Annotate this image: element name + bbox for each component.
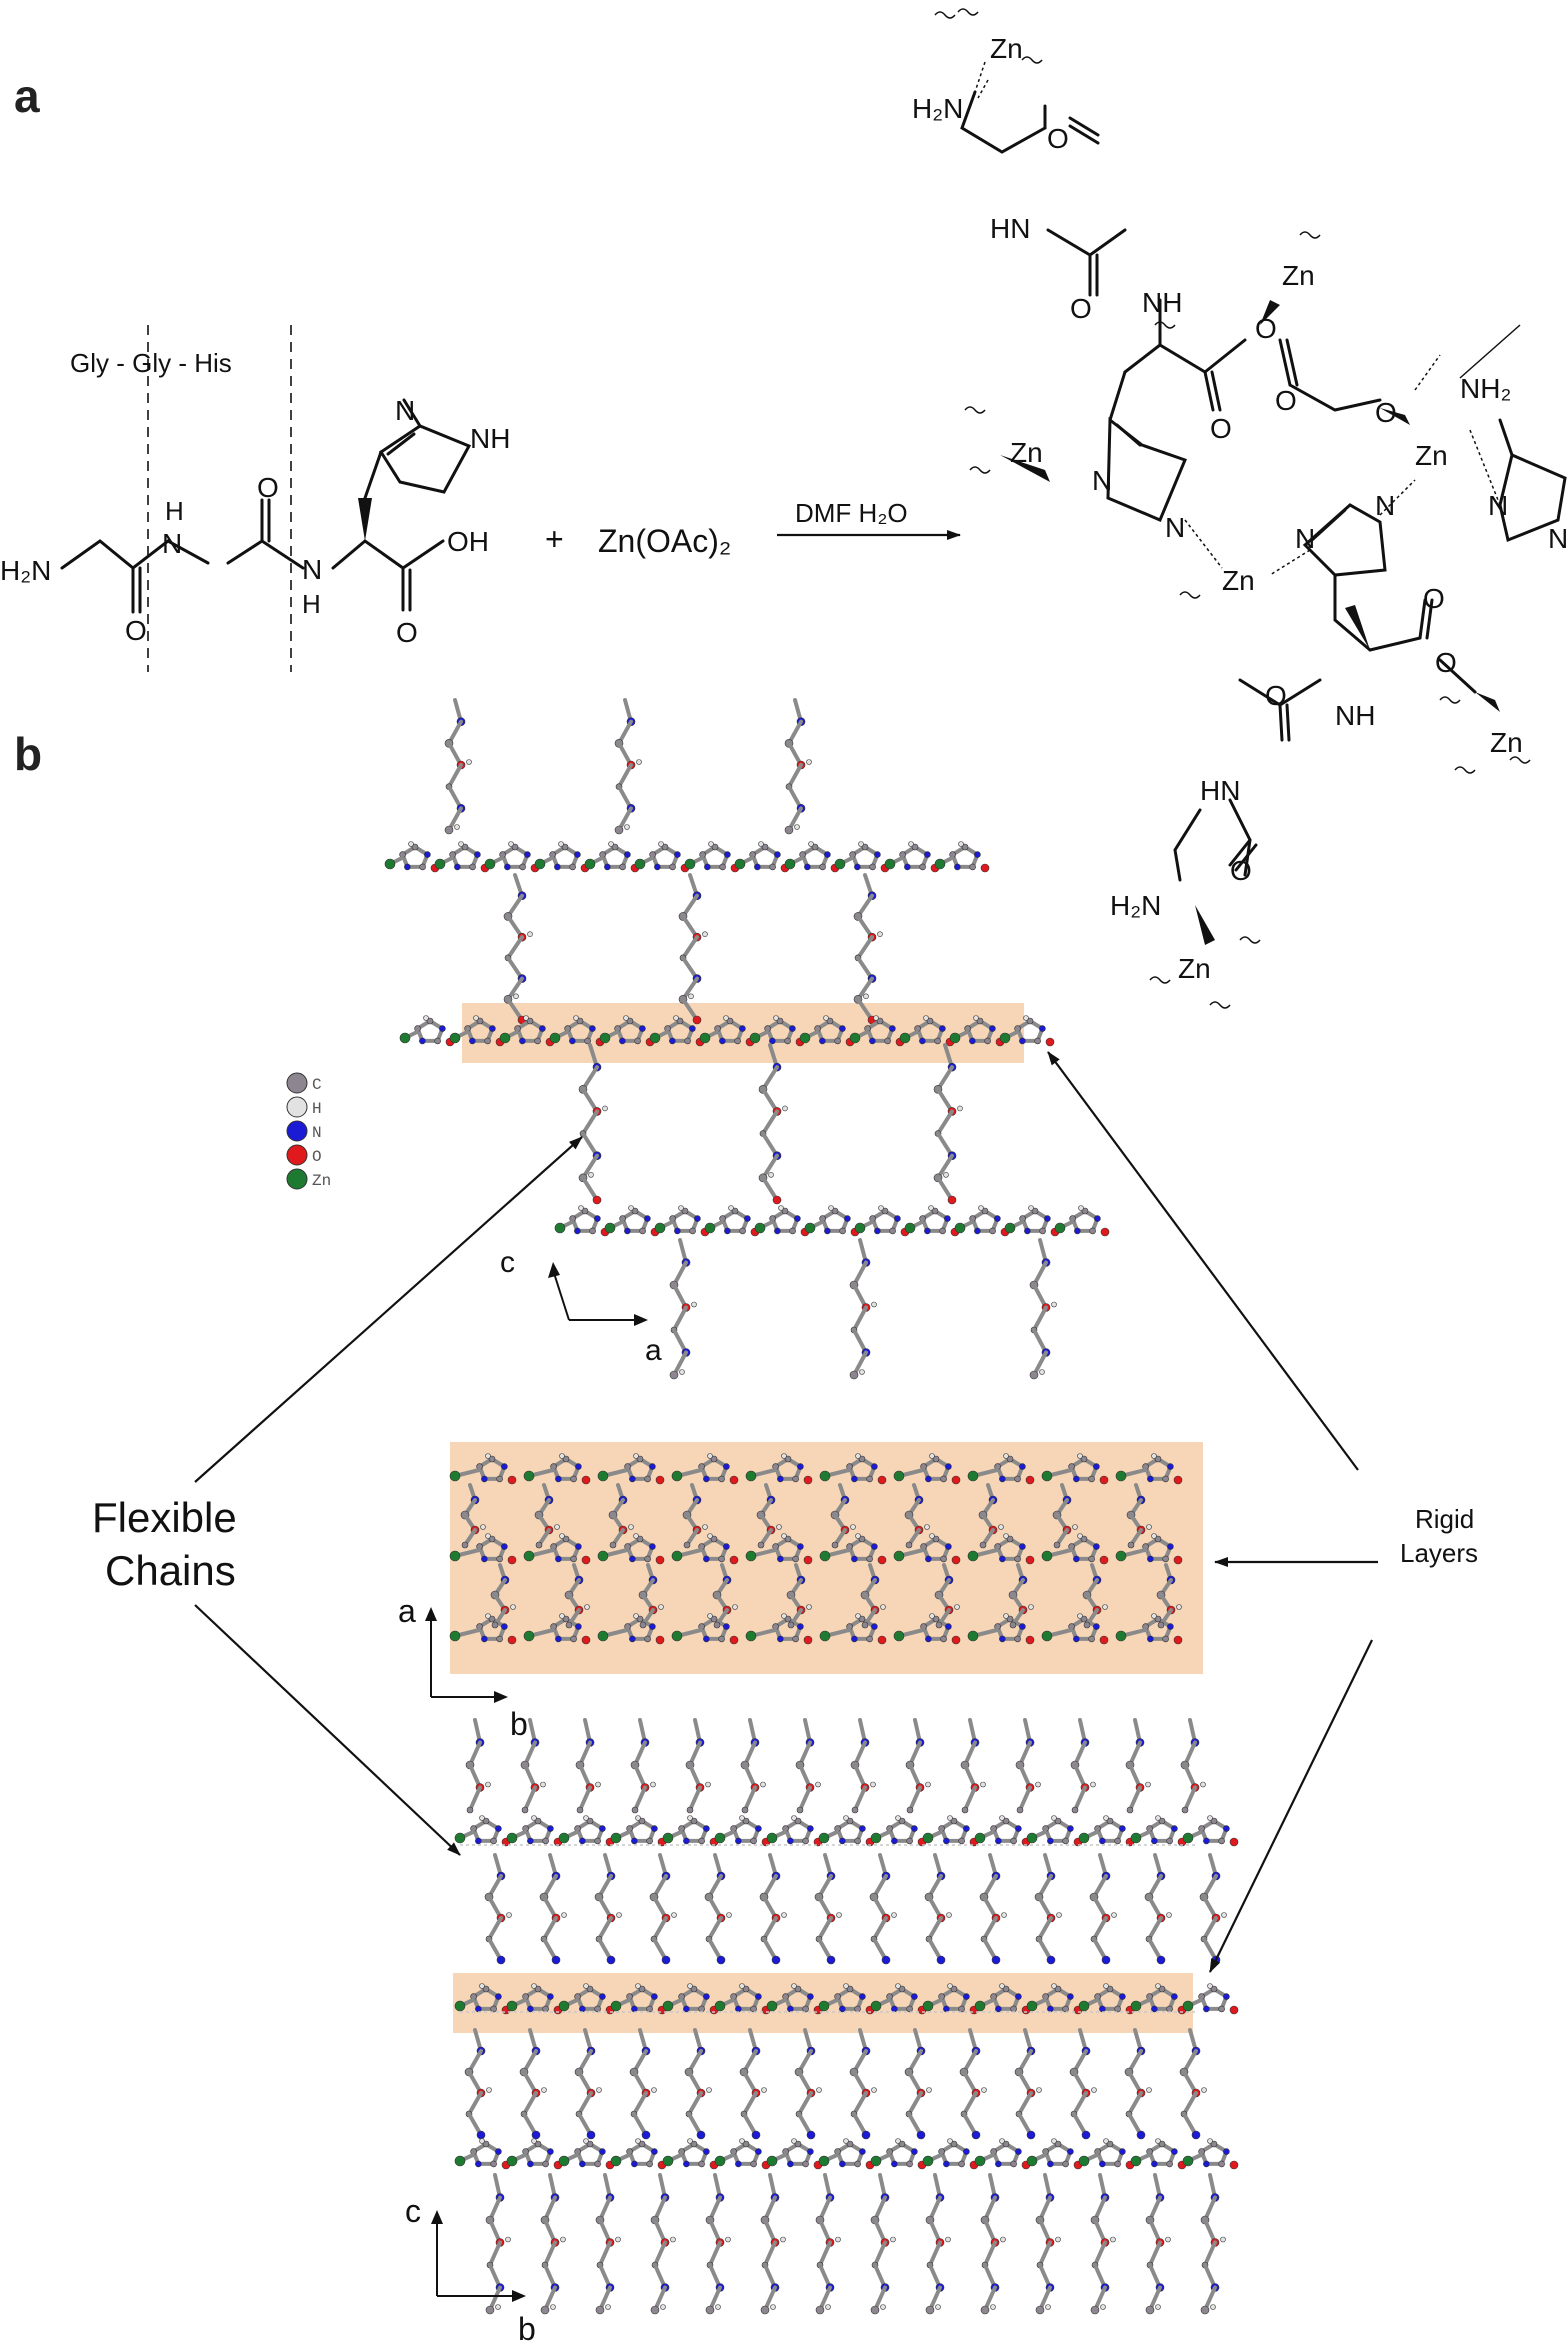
plus-sign: + bbox=[545, 521, 564, 557]
reactant-atom-nh-h: H bbox=[165, 496, 184, 526]
reactant-atom-h2n: H₂N bbox=[0, 555, 51, 586]
reactant-atom-o2: O bbox=[257, 472, 279, 503]
axis-label-mid-b: b bbox=[510, 1706, 528, 1742]
product-atom-o-3: O bbox=[1255, 313, 1277, 344]
product-atom-o-8: O bbox=[1435, 647, 1457, 678]
product-zn-2: Zn bbox=[1282, 260, 1315, 291]
reactant-atom-n2: N bbox=[302, 554, 322, 585]
reactant-atom-o3: O bbox=[396, 617, 418, 648]
panel-b-label: b bbox=[14, 728, 42, 780]
flexible-arrow-bottom bbox=[194, 1604, 461, 1856]
product-zn-1: Zn bbox=[990, 33, 1023, 64]
axis-label-bot-b: b bbox=[518, 2311, 536, 2347]
axis-label-top-a: a bbox=[645, 1334, 662, 1367]
axis-label-mid-a: a bbox=[398, 1593, 416, 1629]
axes-bottom bbox=[431, 2210, 526, 2302]
product-atom-n-4: N bbox=[1375, 490, 1395, 521]
legend-swatch-h bbox=[286, 1096, 308, 1118]
product-atom-n-6: N bbox=[1548, 523, 1567, 554]
product-atom-o-5: O bbox=[1275, 385, 1297, 416]
product-zn-3: Zn bbox=[1415, 440, 1448, 471]
axes-top bbox=[548, 1262, 648, 1326]
product-atom-h2n-1: H₂N bbox=[912, 93, 963, 124]
reactant-atom-n1: N bbox=[162, 528, 182, 559]
product-atom-o-1: O bbox=[1047, 123, 1069, 154]
product-zn-4: Zn bbox=[1010, 437, 1043, 468]
product-atom-o-7: O bbox=[1423, 583, 1445, 614]
product-atom-n-5: N bbox=[1488, 490, 1508, 521]
product-atom-n-1: N bbox=[1092, 465, 1112, 496]
product-zn-5: Zn bbox=[1222, 565, 1255, 596]
legend-label-zn: Zn bbox=[312, 1172, 331, 1190]
product-atom-h2n-2: H₂N bbox=[1110, 890, 1161, 921]
product-atom-nh-2: NH bbox=[1335, 700, 1375, 731]
panel-a-label: a bbox=[14, 70, 40, 122]
sequence-label: Gly - Gly - His bbox=[70, 348, 232, 378]
flexible-chains-label-line1: Flexible bbox=[92, 1494, 237, 1541]
reaction-conditions: DMF H₂O bbox=[795, 498, 908, 528]
legend-swatch-zn bbox=[286, 1168, 308, 1190]
product-atom-o-6: O bbox=[1375, 397, 1397, 428]
product-atom-o-2: O bbox=[1070, 293, 1092, 324]
legend-swatch-n bbox=[286, 1120, 308, 1142]
reactant-atom-n2-h: H bbox=[302, 589, 321, 619]
axes-middle bbox=[425, 1607, 508, 1703]
legend-swatch-c bbox=[286, 1072, 308, 1094]
rigid-layers-label-line1: Rigid bbox=[1415, 1504, 1474, 1534]
legend-label-c: C bbox=[312, 1076, 322, 1094]
reactant-atom-imid-nh: NH bbox=[470, 423, 510, 454]
flexible-chains-label-line2: Chains bbox=[105, 1547, 236, 1594]
legend-label-h: H bbox=[312, 1100, 322, 1118]
axis-label-bot-c: c bbox=[405, 2193, 421, 2229]
product-zn-network bbox=[934, 8, 1567, 1009]
rigid-arrow-top bbox=[1047, 1051, 1359, 1471]
product-atom-n-2: N bbox=[1165, 512, 1185, 543]
reactant-atom-oh: OH bbox=[447, 526, 489, 557]
product-atom-nh-1: NH bbox=[1142, 287, 1182, 318]
reagent-zn-oac2: Zn(OAc)₂ bbox=[598, 523, 731, 559]
product-atom-o-9: O bbox=[1265, 680, 1287, 711]
crystal-structure-view-cb bbox=[454, 1718, 1239, 2315]
legend-label-n: N bbox=[312, 1124, 322, 1142]
axis-label-top-c: c bbox=[500, 1246, 515, 1279]
product-zn-7: Zn bbox=[1178, 953, 1211, 984]
legend-swatch-o bbox=[286, 1144, 308, 1166]
product-atom-n-3: N bbox=[1295, 523, 1315, 554]
rigid-arrow-bottom bbox=[1209, 1639, 1373, 1973]
flexible-arrow-top bbox=[194, 1136, 583, 1483]
crystal-structure-view-ca bbox=[384, 698, 1110, 1380]
legend-label-o: O bbox=[312, 1148, 322, 1166]
product-zn-6: Zn bbox=[1490, 727, 1523, 758]
product-atom-o-4: O bbox=[1210, 413, 1232, 444]
reactant-atom-imid-n: N bbox=[395, 395, 415, 426]
product-atom-hn-2: HN bbox=[1200, 775, 1240, 806]
crystal-structure-view-ab bbox=[449, 1453, 1183, 1645]
product-atom-hn-1: HN bbox=[990, 213, 1030, 244]
product-atom-o-10: O bbox=[1230, 855, 1252, 886]
rigid-layers-label-line2: Layers bbox=[1400, 1538, 1478, 1568]
reactant-gly-gly-his bbox=[60, 398, 472, 614]
product-atom-nh2-1: NH₂ bbox=[1460, 373, 1511, 404]
reactant-atom-o1: O bbox=[125, 615, 147, 646]
